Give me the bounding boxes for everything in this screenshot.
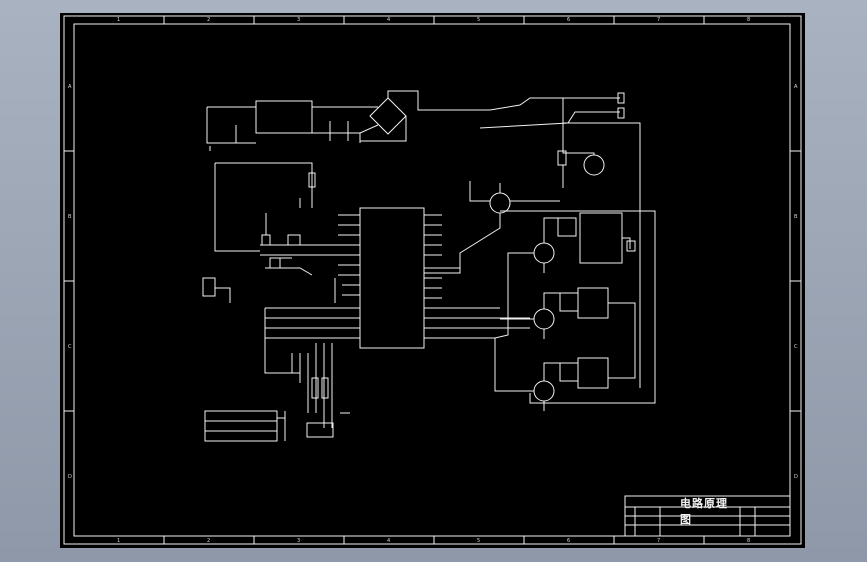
zone-row-label: B [794, 214, 798, 220]
zone-column-label: 1 [117, 17, 120, 23]
connector-j2 [306, 422, 334, 438]
zone-column-label: 5 [477, 17, 480, 23]
zone-column-label: 3 [297, 538, 300, 544]
zone-column-label: 7 [657, 538, 660, 544]
zone-column-label: 2 [207, 17, 210, 23]
relay-k1 [557, 217, 577, 237]
zone-column-label: 8 [747, 538, 750, 544]
outer-border [63, 15, 802, 545]
mcu-chip [359, 207, 425, 349]
zone-ticks [64, 16, 801, 544]
drawing-title-line1: 电路原理 [680, 497, 728, 510]
relay-driver-section [424, 181, 656, 411]
motor-section [557, 98, 641, 388]
power-supply-section [206, 90, 625, 151]
microcontroller [260, 207, 530, 349]
transistor-q3 [533, 308, 555, 330]
output-block [204, 410, 278, 442]
zone-row-label: C [68, 344, 72, 350]
relay-k3 [559, 362, 579, 382]
zone-column-label: 4 [387, 538, 390, 544]
zone-column-label: 7 [657, 17, 660, 23]
oscillator-reset-section [202, 162, 336, 303]
zone-column-label: 6 [567, 538, 570, 544]
zone-column-label: 6 [567, 17, 570, 23]
zone-row-label: C [794, 344, 798, 350]
transistor-q4 [533, 380, 555, 402]
transistor-q2 [533, 242, 555, 264]
inner-border [73, 23, 791, 537]
zone-row-label: D [68, 474, 72, 480]
lower-left-section [204, 308, 350, 442]
zone-row-label: A [794, 84, 798, 90]
connector-j1 [202, 277, 216, 297]
title-block [624, 495, 791, 537]
zone-column-label: 8 [747, 17, 750, 23]
zone-column-label: 4 [387, 17, 390, 23]
zone-column-label: 3 [297, 17, 300, 23]
regulator-ic [255, 100, 313, 134]
zone-row-label: A [68, 84, 72, 90]
zone-row-label: D [794, 474, 798, 480]
zone-row-label: B [68, 214, 72, 220]
bridge-rectifier [369, 97, 407, 135]
zone-column-label: 1 [117, 538, 120, 544]
transistor-q1 [489, 192, 511, 214]
zone-column-label: 2 [207, 538, 210, 544]
zone-column-label: 5 [477, 538, 480, 544]
drawing-title-line2: 图 [680, 513, 692, 526]
relay-k2 [559, 292, 579, 312]
motor-symbol [583, 154, 605, 176]
